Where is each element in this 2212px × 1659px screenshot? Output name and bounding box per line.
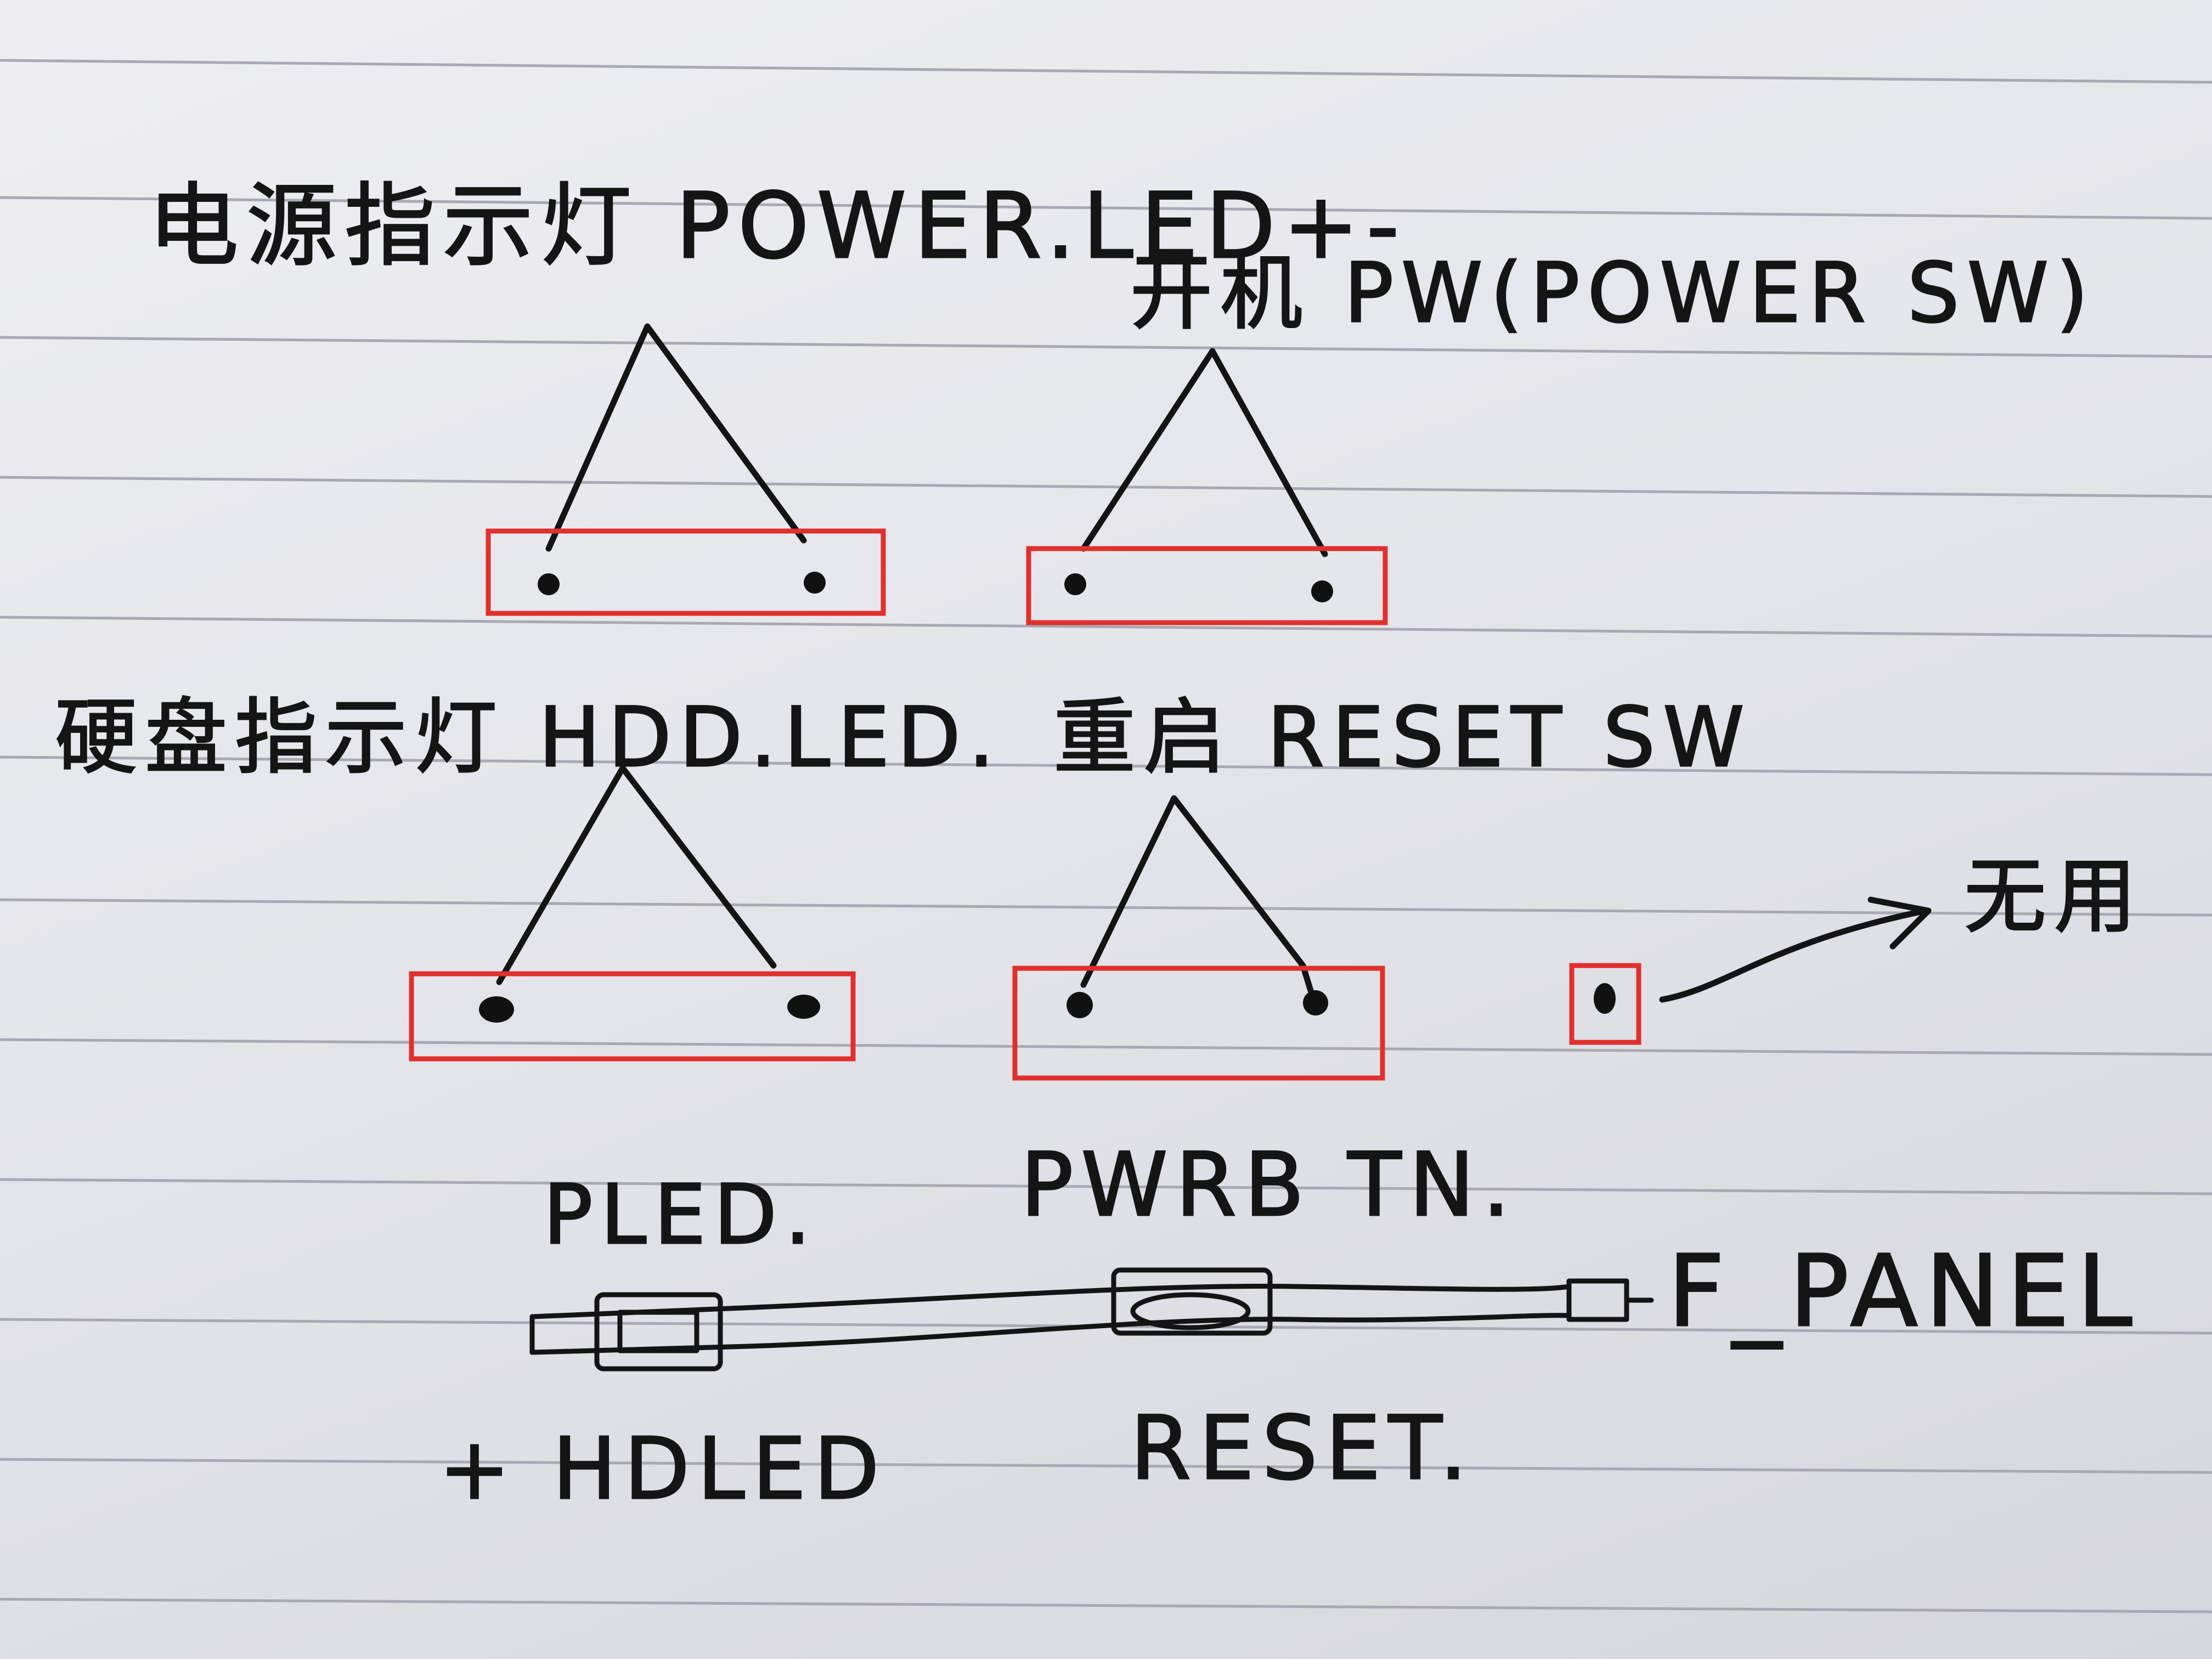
f-panel-plug bbox=[1566, 1278, 1629, 1322]
hdd-led-pin-box bbox=[409, 971, 856, 1062]
pled-plug bbox=[594, 1292, 723, 1372]
power-switch-pin-1 bbox=[1064, 573, 1086, 595]
power-switch-wire bbox=[1080, 348, 1328, 557]
unused-arrow bbox=[1659, 907, 1929, 1003]
hdd-led-wire bbox=[496, 765, 777, 985]
power-led-pin-box bbox=[486, 528, 886, 616]
f-panel-cable bbox=[529, 1267, 1654, 1372]
hdd-led-pin-positive bbox=[479, 996, 514, 1023]
hdd-led-pin-negative bbox=[787, 995, 820, 1019]
hdd-led-connector bbox=[409, 765, 856, 1062]
pwrbtn-plug-inner bbox=[1130, 1292, 1251, 1330]
power-led-connector bbox=[486, 323, 886, 616]
label-pwrbtn: PWRB TN. bbox=[1020, 1133, 1518, 1236]
rule-line bbox=[0, 476, 2212, 498]
power-led-wire bbox=[545, 323, 807, 552]
power-switch-connector bbox=[1026, 348, 1388, 625]
rule-line bbox=[0, 898, 2212, 917]
reset-switch-pin-2 bbox=[1303, 990, 1328, 1015]
unused-pin bbox=[1569, 896, 1932, 1045]
power-led-pin-positive bbox=[538, 573, 560, 595]
power-switch-pin-2 bbox=[1311, 580, 1333, 602]
power-led-pin-negative bbox=[804, 572, 826, 594]
cable-upper-edge bbox=[529, 1283, 1572, 1319]
cable-lower-edge bbox=[529, 1313, 1572, 1355]
rule-line bbox=[0, 755, 2212, 776]
unused-pin-dot bbox=[1594, 983, 1616, 1014]
label-hdd-led: 硬盘指示灯 HDD.LED. bbox=[54, 690, 1002, 786]
label-unused: 无用 bbox=[1963, 849, 2145, 945]
unused-arrow-head bbox=[1867, 896, 1932, 950]
rule-line bbox=[0, 59, 2212, 84]
reset-switch-wire bbox=[1080, 795, 1317, 1005]
label-pled: PLED. bbox=[543, 1167, 819, 1263]
reset-switch-connector bbox=[1012, 795, 1385, 1081]
pwrbtn-plug bbox=[1111, 1267, 1273, 1336]
rule-line bbox=[0, 616, 2212, 638]
rule-line bbox=[0, 1178, 2212, 1195]
reset-switch-pin-box bbox=[1012, 966, 1385, 1081]
pled-plug-inner bbox=[617, 1310, 699, 1353]
label-hdled: + HDLED bbox=[438, 1419, 887, 1519]
label-reset-switch: 重启 RESET SW bbox=[1053, 690, 1752, 786]
label-f-panel: F_PANEL bbox=[1667, 1234, 2140, 1349]
label-power-switch: 开机 PW(POWER SW) bbox=[1130, 246, 2096, 341]
rule-line bbox=[0, 1458, 2212, 1474]
unused-pin-box bbox=[1569, 963, 1641, 1045]
label-reset: RESET. bbox=[1130, 1397, 1475, 1499]
rule-line bbox=[0, 1598, 2212, 1613]
rule-line bbox=[0, 196, 2212, 220]
reset-switch-pin-1 bbox=[1066, 992, 1093, 1018]
rule-line bbox=[0, 336, 2212, 358]
label-power-led: 电源指示灯 POWER.LED+- bbox=[147, 173, 1407, 279]
rule-line bbox=[0, 1038, 2212, 1056]
power-switch-pin-box bbox=[1026, 546, 1388, 625]
